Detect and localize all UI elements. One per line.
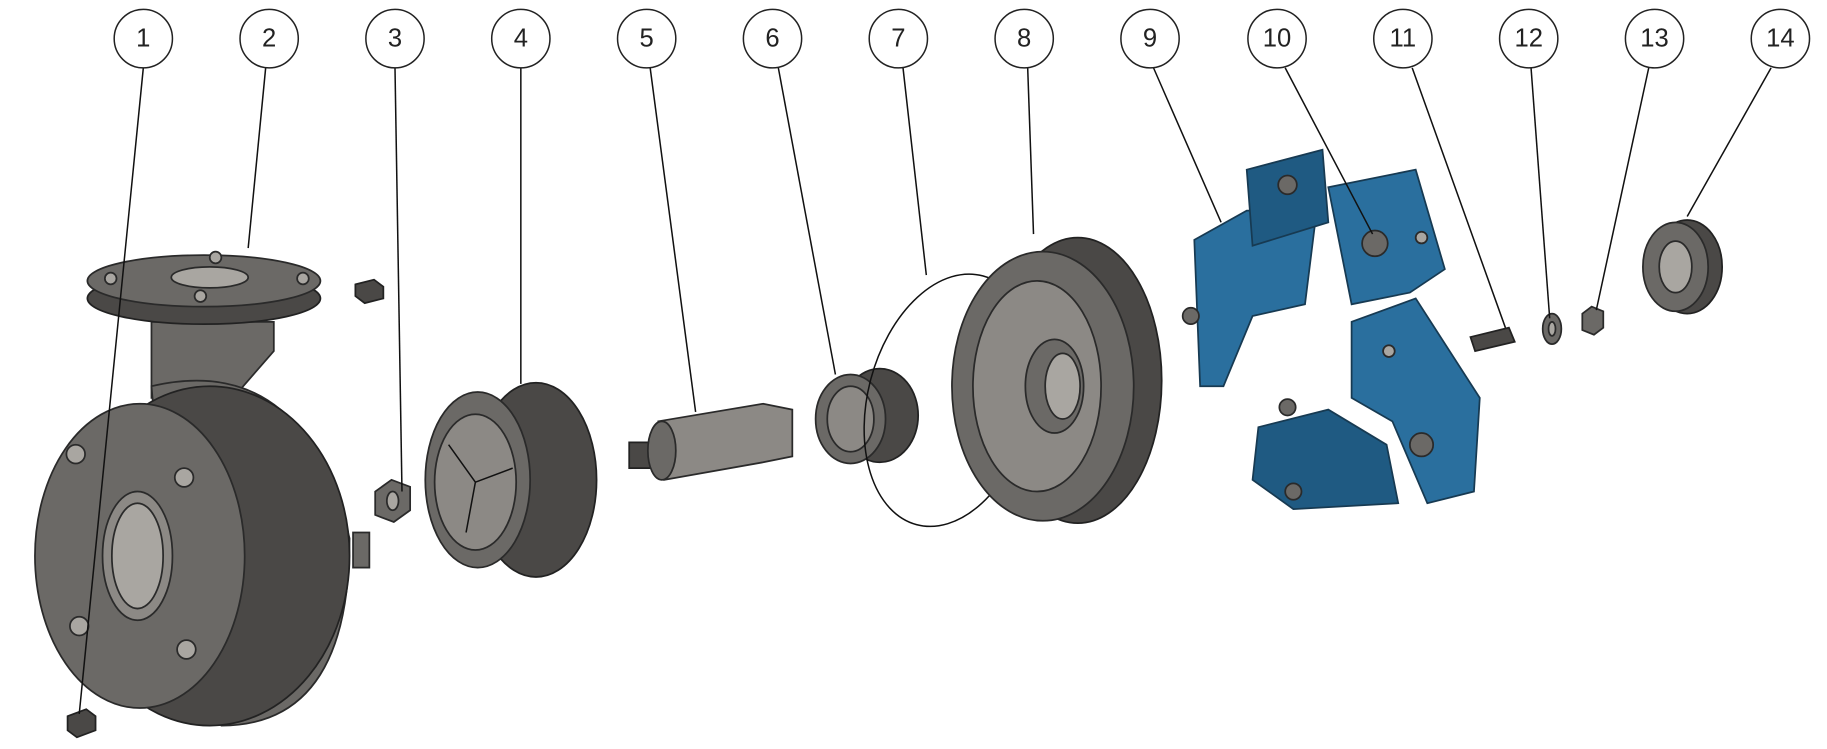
svg-text:4: 4 <box>514 25 528 53</box>
balloon-5: 5 <box>616 8 677 69</box>
svg-text:8: 8 <box>1017 25 1031 53</box>
balloon-9: 9 <box>1120 8 1180 69</box>
balloon-7: 7 <box>868 8 929 69</box>
balloon-12: 12 <box>1498 8 1559 69</box>
bolt <box>1469 326 1516 353</box>
leader-9 <box>1152 67 1222 223</box>
svg-text:1: 1 <box>136 25 150 53</box>
svg-text:5: 5 <box>640 25 654 53</box>
svg-text:2: 2 <box>262 25 276 53</box>
balloon-13: 13 <box>1624 8 1685 69</box>
leader-lines <box>78 67 1772 714</box>
balloon-1: 1 <box>113 8 174 69</box>
balloon-14: 14 <box>1750 8 1811 69</box>
shaft-sleeve <box>628 402 794 481</box>
mechanical-seal <box>814 367 920 465</box>
balloon-4: 4 <box>490 8 551 69</box>
seal-housing-cover <box>951 236 1163 525</box>
leader-8 <box>1026 67 1035 235</box>
balloon-10: 10 <box>1247 8 1307 69</box>
leader-11 <box>1411 67 1507 328</box>
leader-1 <box>78 67 145 714</box>
impeller-nut <box>374 478 412 523</box>
balloon-3: 3 <box>365 8 425 69</box>
leader-5 <box>649 67 697 413</box>
leader-10 <box>1284 67 1374 235</box>
hex-nut <box>1581 305 1605 336</box>
leader-6 <box>777 67 837 375</box>
balloon-6: 6 <box>742 8 803 69</box>
impeller <box>424 381 598 578</box>
coupling-guard <box>1181 148 1481 510</box>
svg-text:3: 3 <box>388 25 402 53</box>
svg-text:14: 14 <box>1766 25 1795 53</box>
svg-text:6: 6 <box>765 25 779 53</box>
washer <box>1541 312 1563 345</box>
svg-text:10: 10 <box>1263 25 1292 53</box>
leader-2 <box>247 67 267 249</box>
svg-text:13: 13 <box>1640 25 1669 53</box>
svg-text:11: 11 <box>1390 25 1417 53</box>
svg-text:9: 9 <box>1143 25 1157 53</box>
vent-plug <box>354 278 385 305</box>
leader-3 <box>394 67 403 492</box>
leader-14 <box>1686 67 1772 217</box>
balloon-8: 8 <box>994 8 1055 69</box>
svg-text:12: 12 <box>1514 25 1543 53</box>
leader-12 <box>1530 67 1551 319</box>
bearing-locknut <box>1642 219 1724 315</box>
leader-7 <box>902 67 928 276</box>
balloon-11: 11 <box>1372 8 1433 69</box>
balloon-2: 2 <box>239 8 300 69</box>
drain-plug <box>66 708 97 739</box>
svg-text:7: 7 <box>891 25 905 53</box>
leader-13 <box>1595 67 1650 311</box>
